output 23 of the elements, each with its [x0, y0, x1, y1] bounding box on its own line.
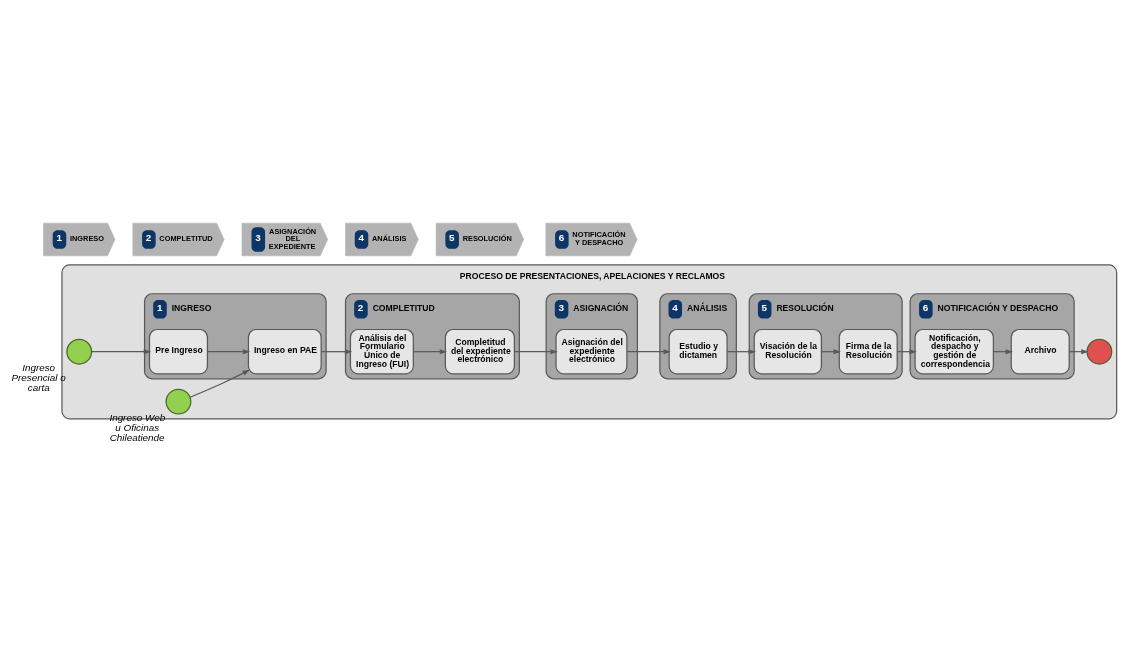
- node-box: Análisis del Formulario Único de Ingreso (FUI): [349, 328, 414, 375]
- node-box: Ingreso en PAE: [247, 328, 322, 375]
- node-circle: [165, 388, 192, 415]
- node-box: Firma de la Resolución: [838, 328, 898, 375]
- node-circle: [1086, 338, 1113, 365]
- node-label: Ingreso Presencial o carta: [11, 362, 66, 394]
- node-box: Pre Ingreso: [148, 328, 209, 375]
- node-box: Estudio y dictamen: [668, 328, 728, 375]
- arrow: [626, 349, 671, 355]
- arrow: [726, 349, 756, 355]
- node-box: Notificación, despacho y gestión de correspondencia: [914, 328, 994, 375]
- arrow: [91, 349, 152, 355]
- arrow: [206, 349, 251, 355]
- node-box: Asignación del expediente electrónico: [555, 328, 628, 375]
- node-box: Visación de la Resolución: [753, 328, 822, 375]
- arrow: [320, 349, 353, 355]
- node-box: Completitud del expediente electrónico: [444, 328, 516, 375]
- arrow: [189, 369, 250, 398]
- node-box: Archivo: [1010, 328, 1070, 375]
- arrow: [412, 349, 448, 355]
- node-circle: [66, 338, 93, 365]
- node-label: Ingreso Web u Oficinas Chileatiende: [109, 412, 166, 443]
- arrow: [513, 349, 558, 355]
